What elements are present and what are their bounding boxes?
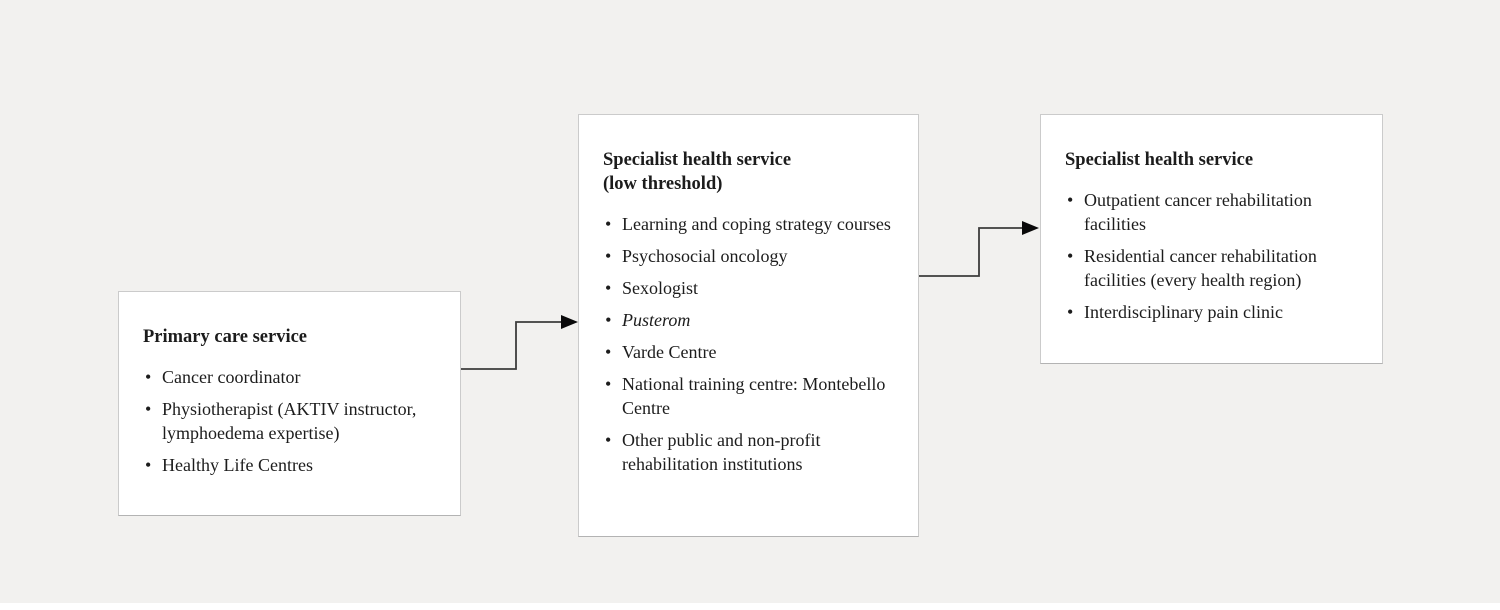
specialist-box: Specialist health service Outpatient can…	[1040, 114, 1383, 364]
specialist-title: Specialist health service	[1065, 150, 1254, 170]
primary-care-list: Cancer coordinator Physiotherapist (AKTI…	[143, 365, 436, 477]
connector-line	[461, 321, 562, 370]
list-item: Sexologist	[603, 276, 894, 300]
list-item: Outpatient cancer rehabilitation facilit…	[1065, 188, 1358, 236]
list-item: Other public and non-profit rehabilitati…	[603, 428, 894, 476]
list-item: Learning and coping strategy courses	[603, 212, 894, 236]
connector-line	[919, 227, 1023, 277]
list-item: Varde Centre	[603, 340, 894, 364]
primary-care-box: Primary care service Cancer coordinator …	[118, 291, 461, 516]
list-item: Cancer coordinator	[143, 365, 436, 389]
list-item: Pusterom	[603, 308, 894, 332]
list-item: Residential cancer rehabilitation facili…	[1065, 244, 1358, 292]
primary-care-title: Primary care service	[143, 327, 308, 347]
specialist-list: Outpatient cancer rehabilitation facilit…	[1065, 188, 1358, 324]
title-line-1: Specialist health service	[603, 150, 792, 170]
list-item: Interdisciplinary pain clinic	[1065, 300, 1358, 324]
list-item: Physiotherapist (AKTIV instructor, lymph…	[143, 397, 436, 445]
connector-specialist-low-to-specialist	[919, 221, 1039, 277]
specialist-low-threshold-list: Learning and coping strategy courses Psy…	[603, 212, 894, 476]
title-line-2: (low threshold)	[603, 174, 723, 194]
list-item: National training centre: Montebello Cen…	[603, 372, 894, 420]
specialist-low-threshold-box: Specialist health service (low threshold…	[578, 114, 919, 537]
arrowhead-icon	[561, 315, 578, 329]
list-item: Psychosocial oncology	[603, 244, 894, 268]
connector-primary-to-specialist-low	[461, 315, 578, 370]
specialist-low-threshold-title: Specialist health service (low threshold…	[603, 148, 894, 196]
bottom-white-strip	[0, 603, 1500, 610]
list-item: Healthy Life Centres	[143, 453, 436, 477]
arrowhead-icon	[1022, 221, 1039, 235]
